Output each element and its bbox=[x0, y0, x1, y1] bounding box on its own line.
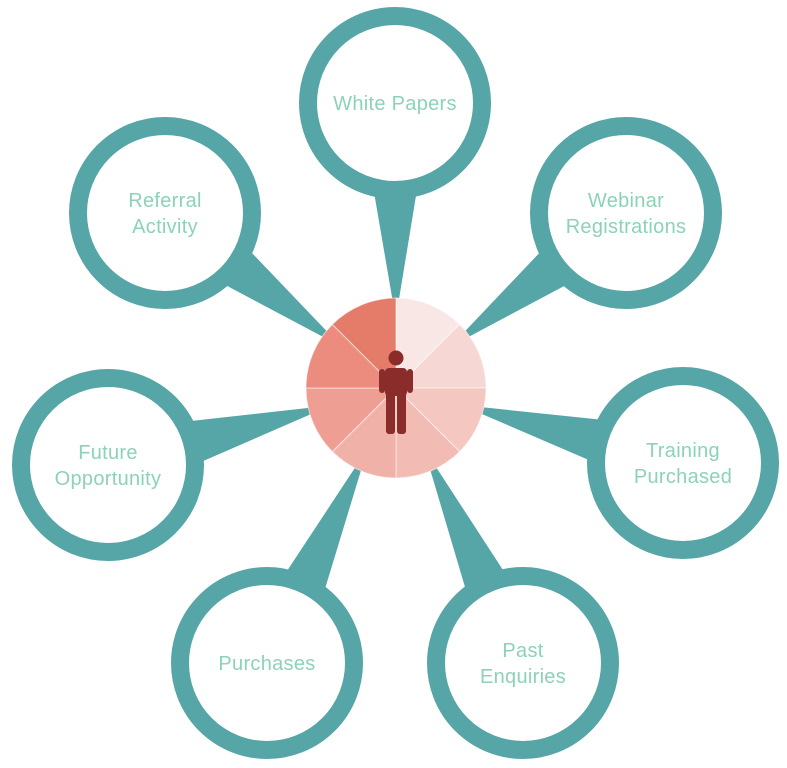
label-line: Registrations bbox=[566, 216, 687, 238]
connector-purchases bbox=[283, 463, 363, 596]
person-icon bbox=[379, 350, 413, 434]
connector-past-enquiries bbox=[428, 463, 508, 596]
central-hub bbox=[305, 297, 487, 479]
connectors bbox=[184, 187, 607, 596]
ring-webinar-registrations bbox=[530, 117, 722, 309]
label-line: Activity bbox=[132, 216, 198, 238]
label-line: Webinar bbox=[588, 190, 664, 212]
ring-purchases bbox=[171, 567, 363, 759]
label-line: Purchased bbox=[634, 466, 732, 488]
connector-white-papers bbox=[373, 187, 418, 304]
ring-referral-activity bbox=[69, 117, 261, 309]
hub-segment bbox=[305, 323, 398, 389]
ring-training-purchased bbox=[587, 367, 779, 559]
connector-future-opportunity bbox=[184, 407, 316, 465]
ring-future-opportunity bbox=[12, 369, 204, 561]
label-white-papers: White Papers bbox=[333, 93, 457, 115]
hub-segment bbox=[305, 387, 398, 453]
label-line: Referral bbox=[128, 190, 202, 212]
ring-past-enquiries bbox=[427, 567, 619, 759]
connector-training-purchased bbox=[476, 406, 607, 463]
hub-segment bbox=[331, 297, 397, 390]
label-line: Opportunity bbox=[55, 468, 162, 490]
label-line: Training bbox=[646, 440, 720, 462]
hub-segment bbox=[331, 386, 397, 479]
connector-referral-activity bbox=[219, 246, 331, 340]
hub-segment bbox=[394, 387, 487, 453]
hub-segment bbox=[395, 297, 461, 390]
label-line: Past bbox=[502, 640, 543, 662]
label-line: Enquiries bbox=[480, 666, 566, 688]
label-line: White Papers bbox=[333, 93, 457, 115]
connector-webinar-registrations bbox=[461, 247, 572, 340]
ring-white-papers bbox=[299, 7, 491, 199]
label-line: Purchases bbox=[218, 653, 315, 675]
hub-segment bbox=[395, 386, 461, 479]
node-rings bbox=[12, 7, 779, 759]
hub-segment bbox=[394, 323, 487, 389]
label-purchases: Purchases bbox=[218, 653, 315, 675]
label-line: Future bbox=[78, 442, 138, 464]
